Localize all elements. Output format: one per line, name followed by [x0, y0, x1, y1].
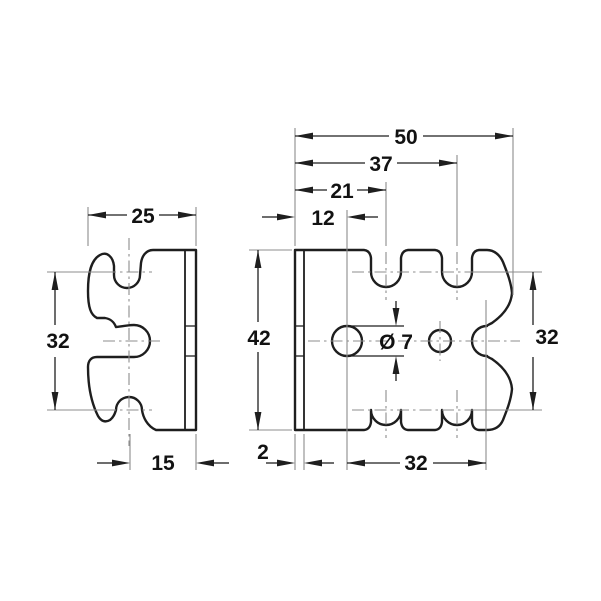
arrowhead-left	[196, 459, 214, 467]
dim-notch2-offset: 37	[295, 153, 457, 176]
dim-label-side-bottom-offset: 15	[151, 452, 175, 475]
arrowhead-down	[392, 308, 400, 326]
arrowhead-up	[51, 272, 59, 290]
dim-label-hole-offset: 12	[311, 207, 334, 230]
dim-fold-thickness: 2	[257, 441, 334, 467]
dim-right-notch-spacing: 32	[529, 272, 559, 410]
dim-label-side-width: 25	[131, 205, 155, 228]
arrowhead-up	[529, 272, 537, 290]
dim-label-hole-to-notch: 32	[404, 452, 427, 475]
dim-label-fold-thickness: 2	[257, 441, 269, 464]
dim-notch1-offset: 21	[295, 180, 386, 203]
arrowhead-down	[51, 392, 59, 410]
dim-label-overall-width: 50	[394, 126, 417, 149]
arrowhead-up	[392, 356, 400, 374]
arrowhead-down	[529, 392, 537, 410]
dim-label-height: 42	[247, 327, 270, 350]
arrowhead-left	[295, 132, 313, 140]
arrowhead-down	[254, 412, 262, 430]
arrowhead-left	[295, 186, 313, 194]
arrowhead-right	[495, 132, 513, 140]
arrowhead-right	[277, 459, 295, 467]
arrowhead-right	[468, 459, 486, 467]
dim-label-notch1-offset: 21	[330, 180, 354, 203]
arrowhead-left	[347, 459, 365, 467]
side-view-outline	[86, 248, 198, 432]
dim-side-width: 25	[87, 205, 197, 246]
dim-label-side-notch-spacing: 32	[46, 330, 69, 353]
front-view: 50 37 21 12	[247, 126, 558, 475]
arrowhead-right	[368, 186, 386, 194]
front-view-outline	[293, 248, 514, 432]
dim-overall-width: 50	[295, 126, 513, 149]
dim-hole-to-notch: 32	[347, 452, 486, 475]
dim-label-hole-diameter: Ø 7	[379, 331, 413, 354]
dim-hole-offset: 12	[262, 207, 378, 230]
dim-hole-diameter: Ø 7	[350, 301, 413, 381]
arrowhead-right	[277, 213, 295, 221]
dim-label-notch2-offset: 37	[369, 153, 392, 176]
dim-side-notch-spacing: 32	[46, 272, 70, 410]
dim-side-bottom-offset: 15	[97, 434, 229, 475]
arrowhead-right	[178, 211, 196, 219]
arrowhead-left	[347, 213, 365, 221]
arrowhead-right	[112, 459, 130, 467]
arrowhead-up	[254, 250, 262, 268]
dim-height: 42	[247, 250, 271, 430]
arrowhead-left	[88, 211, 106, 219]
arrowhead-left	[295, 159, 313, 167]
dim-label-right-notch-spacing: 32	[535, 326, 558, 349]
arrowhead-right	[439, 159, 457, 167]
arrowhead-left	[304, 459, 322, 467]
side-view: 25 32 15	[46, 205, 229, 475]
